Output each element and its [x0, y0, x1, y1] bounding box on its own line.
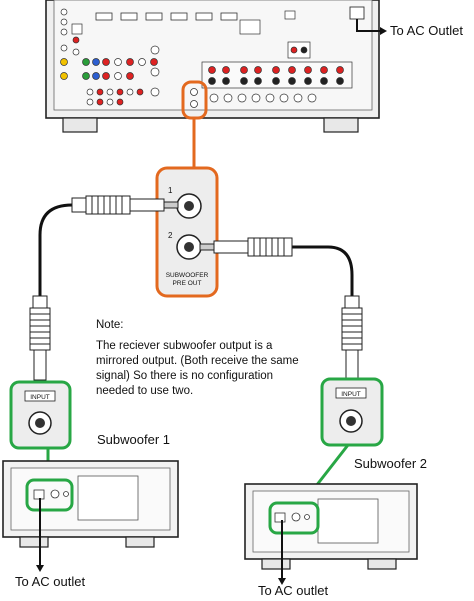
receiver-power-arrow: [380, 27, 387, 35]
hdmi-ports: [95, 12, 238, 21]
subwoofer2-ac-outlet-label: To AC outlet: [258, 583, 329, 598]
subwoofer2-power-arrow: [278, 578, 286, 585]
rca-plug-sub2-input: [341, 295, 363, 381]
input1-label: INPUT: [30, 394, 50, 401]
note-title: Note:: [96, 319, 124, 331]
subwoofer2-input-highlight: [268, 501, 320, 535]
subwoofer1-power-arrow: [36, 565, 44, 572]
subwoofer1-body: [2, 460, 179, 548]
cable-to-subwoofer-2: [278, 245, 354, 296]
receiver-power-cord: [356, 19, 380, 32]
subwoofer2-input-panel: [320, 377, 384, 447]
preout-label-line2: PRE OUT: [173, 280, 202, 287]
receiver-back-panel: [45, 0, 380, 133]
cable-to-subwoofer-1: [38, 203, 73, 296]
subwoofer2-label: Subwoofer 2: [354, 456, 427, 471]
rca-plug-sub1-input: [29, 295, 51, 381]
subwoofer-preout-panel: [155, 166, 219, 298]
rca-jacks-left: [60, 8, 160, 106]
input2-label: INPUT: [341, 391, 361, 398]
note-block: Note: The reciever subwoofer output is a…: [96, 318, 306, 399]
receiver-sub-preout-jacks: [190, 88, 198, 108]
rca-plug-port2: [199, 237, 293, 257]
subwoofer1-input-panel: [9, 380, 72, 450]
subwoofer1-input-highlight: [25, 478, 74, 512]
note-body: The reciever subwoofer output is a mirro…: [96, 340, 299, 397]
preout-label-line1: SUBWOOFER: [166, 272, 209, 279]
receiver-ac-outlet-label: To AC Outlet: [390, 23, 463, 38]
receiver-power-inlet: [349, 6, 365, 20]
speaker-terminals: [201, 41, 353, 103]
subwoofer2-body: [244, 483, 418, 570]
port1-label: 1: [168, 186, 173, 195]
subwoofer1-ac-outlet-label: To AC outlet: [15, 574, 86, 589]
rca-plug-port1: [71, 195, 179, 215]
subwoofer1-label: Subwoofer 1: [97, 432, 170, 447]
port2-label: 2: [168, 231, 173, 240]
